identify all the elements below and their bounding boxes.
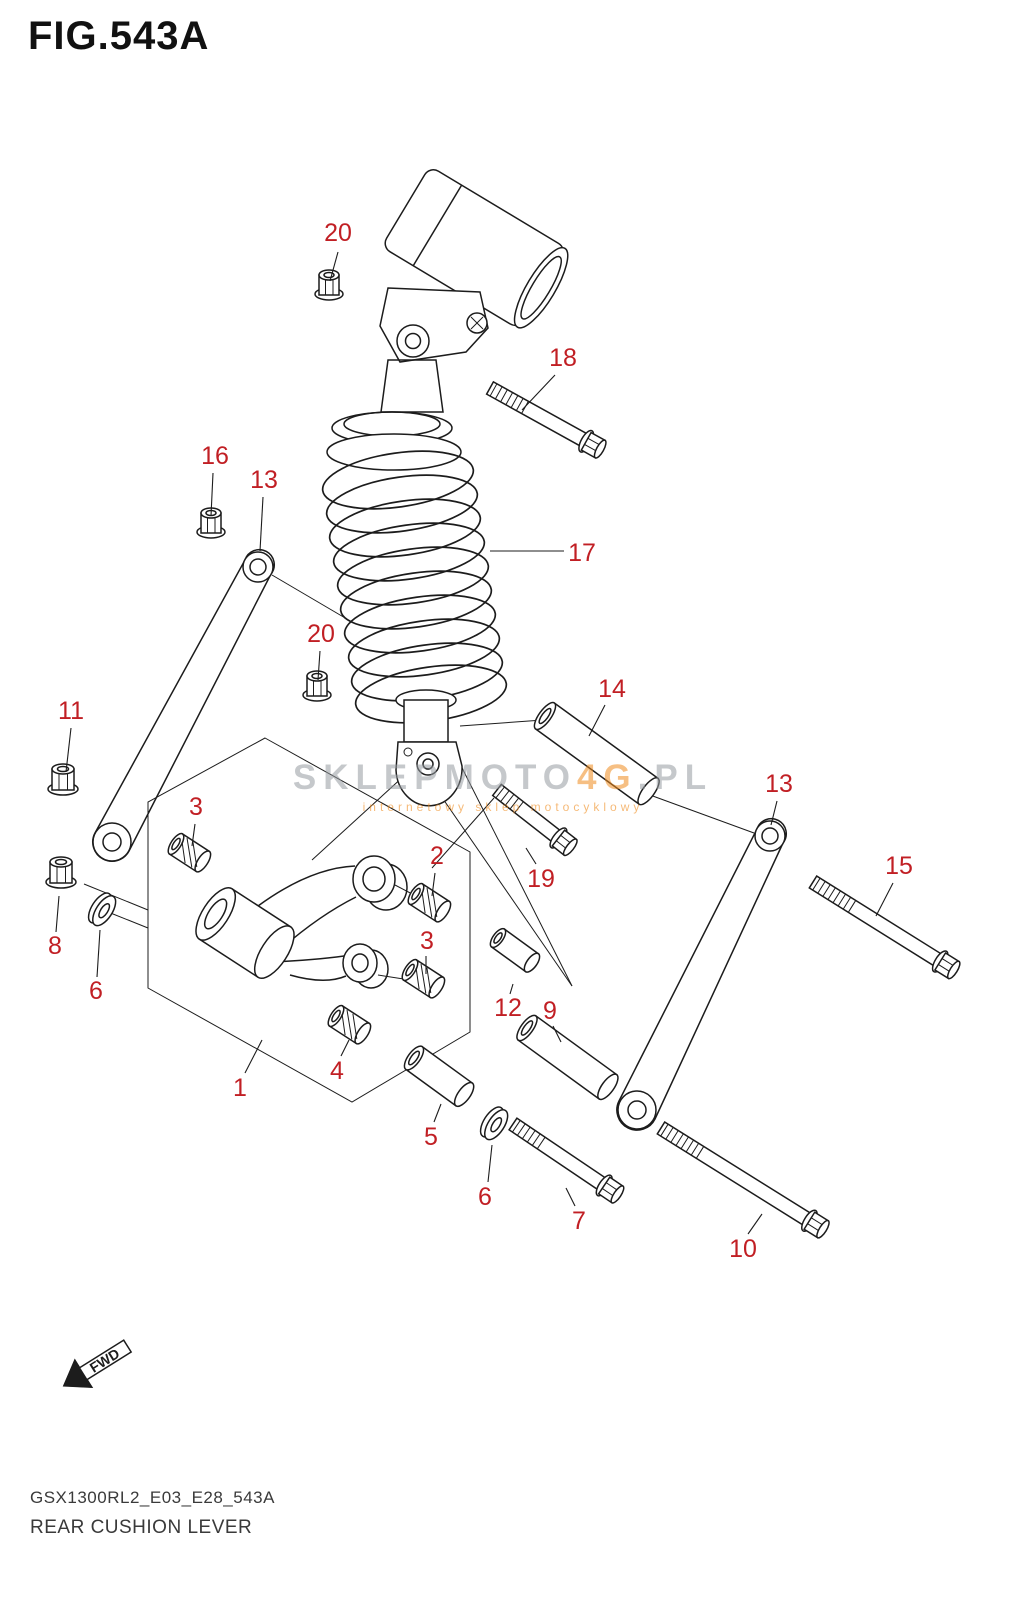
figure-title: FIG.543A bbox=[28, 14, 210, 58]
cushion-rod-left bbox=[92, 548, 275, 862]
callout-16: 16 bbox=[201, 442, 229, 470]
callout-leader-19 bbox=[525, 847, 537, 865]
callout-6: 6 bbox=[89, 977, 103, 1005]
lever-assembly-boundary bbox=[147, 737, 471, 1103]
callout-14: 14 bbox=[598, 675, 626, 703]
diagram-name: REAR CUSHION LEVER bbox=[30, 1517, 253, 1538]
callout-19: 19 bbox=[527, 865, 555, 893]
callout-7: 7 bbox=[572, 1207, 586, 1235]
callout-leader-5 bbox=[433, 1103, 442, 1123]
callout-8: 8 bbox=[48, 932, 62, 960]
callout-leader-10 bbox=[747, 1213, 763, 1235]
preload-adjuster-rings bbox=[326, 411, 462, 471]
spacer-9 bbox=[516, 1014, 619, 1101]
bolt-19 bbox=[491, 783, 578, 857]
bolt-7 bbox=[508, 1117, 625, 1204]
callout-9: 9 bbox=[543, 997, 557, 1025]
callout-5: 5 bbox=[424, 1123, 438, 1151]
nut-11 bbox=[47, 763, 79, 796]
bolt-15 bbox=[808, 875, 961, 980]
shock-lower-clevis bbox=[395, 689, 463, 807]
callout-11: 11 bbox=[58, 697, 84, 725]
coil-spring bbox=[321, 450, 508, 724]
callout-leader-9 bbox=[552, 1025, 562, 1043]
callout-leader-1 bbox=[244, 1039, 263, 1074]
callout-20: 20 bbox=[307, 620, 335, 648]
callout-leader-8 bbox=[55, 895, 60, 933]
callout-leader-6 bbox=[96, 929, 101, 978]
callout-leader-3 bbox=[191, 823, 196, 847]
fwd-arrow: FWD bbox=[62, 1339, 133, 1389]
assembly-lines bbox=[83, 574, 755, 987]
callout-leader-11 bbox=[65, 727, 72, 773]
washer-6-left bbox=[87, 892, 117, 927]
footer: GSX1300RL2_E03_E28_543A REAR CUSHION LEV… bbox=[30, 1488, 275, 1539]
callout-leader-7 bbox=[565, 1187, 576, 1207]
callout-leader-16 bbox=[210, 472, 214, 517]
callout-leader-20 bbox=[329, 251, 339, 282]
callout-leader-18 bbox=[521, 374, 556, 411]
callout-3: 3 bbox=[420, 927, 434, 955]
callout-leader-13 bbox=[770, 800, 778, 826]
nut-20-upper bbox=[314, 269, 344, 301]
callout-leader-2 bbox=[431, 872, 436, 897]
callout-leader-13 bbox=[259, 496, 264, 552]
callout-12: 12 bbox=[494, 994, 522, 1022]
callout-2: 2 bbox=[430, 842, 444, 870]
callout-18: 18 bbox=[549, 344, 577, 372]
nut-20-lower bbox=[302, 670, 332, 702]
callout-1: 1 bbox=[233, 1074, 247, 1102]
bushing-2 bbox=[407, 882, 452, 923]
callout-leader-15 bbox=[875, 882, 894, 917]
callout-15: 15 bbox=[885, 852, 913, 880]
cushion-lever bbox=[195, 855, 417, 989]
bolt-18 bbox=[485, 380, 607, 459]
bushing-4 bbox=[327, 1004, 372, 1045]
cushion-rod-right bbox=[616, 817, 787, 1131]
callout-leader-6 bbox=[487, 1144, 493, 1183]
washer-6-center bbox=[479, 1106, 509, 1141]
callout-leader-14 bbox=[588, 704, 606, 737]
bushing-3-upper bbox=[167, 832, 212, 873]
callout-6: 6 bbox=[478, 1183, 492, 1211]
callout-13: 13 bbox=[765, 770, 793, 798]
callout-13: 13 bbox=[250, 466, 278, 494]
shock-reservoir bbox=[384, 169, 569, 329]
callout-leader-20 bbox=[317, 650, 321, 681]
shock-top-mount bbox=[379, 287, 489, 413]
spacer-5 bbox=[403, 1045, 475, 1108]
part-code: GSX1300RL2_E03_E28_543A bbox=[30, 1488, 275, 1507]
spacer-14 bbox=[533, 701, 660, 806]
callout-leader-12 bbox=[509, 983, 514, 995]
spacer-12 bbox=[489, 927, 541, 973]
callout-leader-4 bbox=[340, 1039, 350, 1057]
callout-3: 3 bbox=[189, 793, 203, 821]
nut-8 bbox=[45, 856, 77, 889]
callout-10: 10 bbox=[729, 1235, 757, 1263]
callout-4: 4 bbox=[330, 1057, 344, 1085]
bushing-3-lower bbox=[401, 958, 446, 999]
callout-17: 17 bbox=[568, 539, 596, 567]
callout-20: 20 bbox=[324, 219, 352, 247]
bolt-10 bbox=[656, 1121, 830, 1239]
